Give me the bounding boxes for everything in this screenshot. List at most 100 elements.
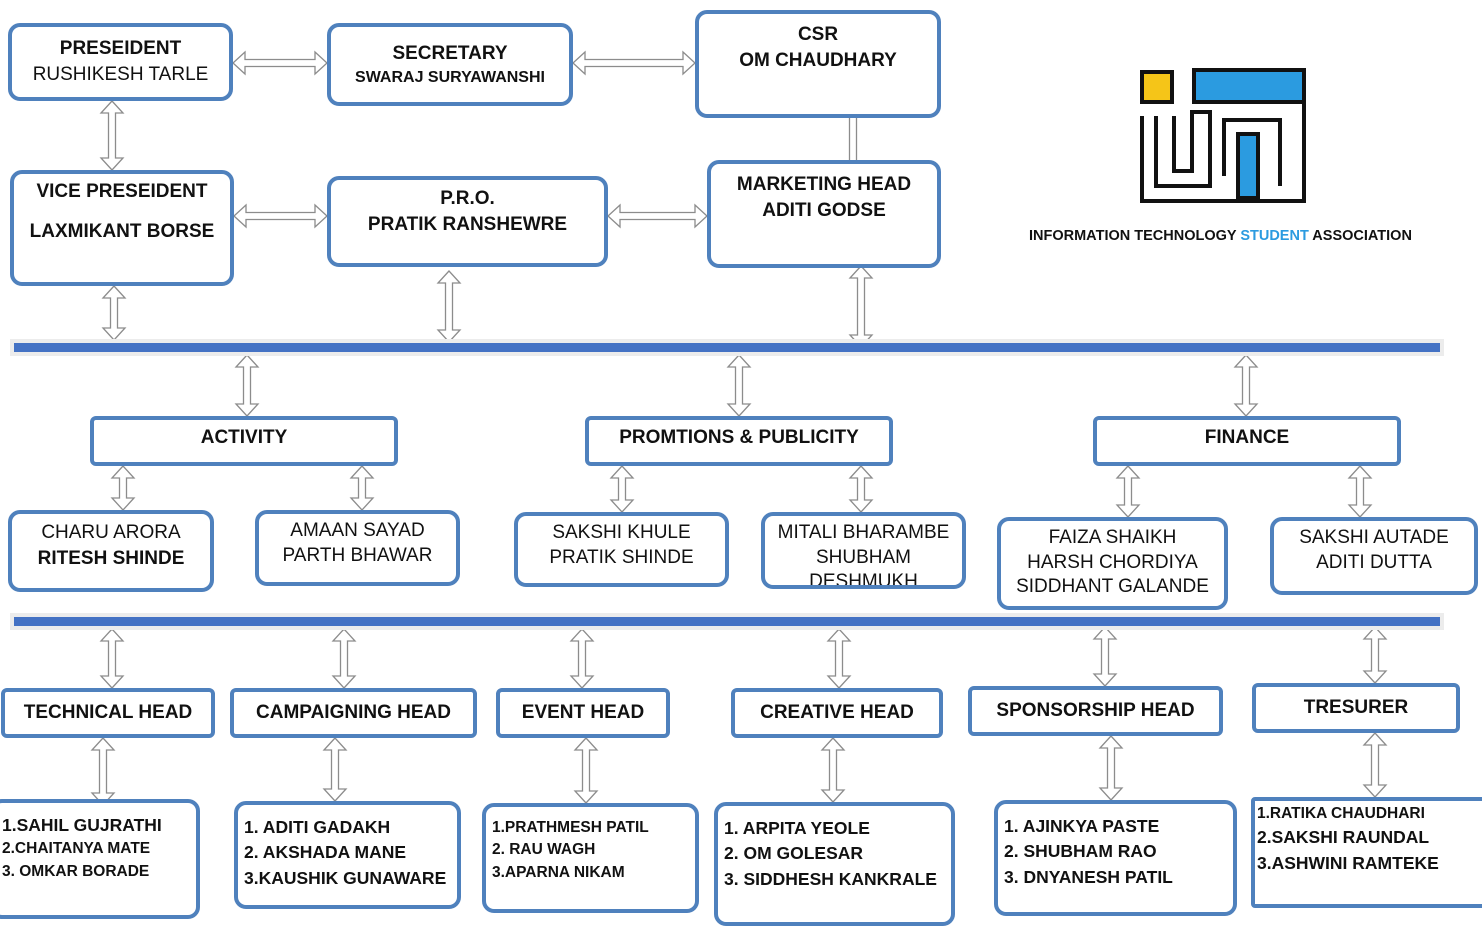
secretary-box: SECRETARY SWARAJ SURYAWANSHI (327, 23, 573, 106)
member-line: 3. OMKAR BORADE (2, 862, 150, 880)
member-line: 2. OM GOLESAR (724, 843, 864, 864)
pro-role: P.R.O. (440, 188, 495, 209)
arrow-bar-promotions (726, 354, 752, 417)
president-box: PRESEIDENT RUSHIKESH TARLE (8, 23, 233, 101)
president-role: PRESEIDENT (59, 38, 182, 60)
member-line: SAKSHI KHULE (552, 522, 691, 543)
arrow-bar-treasurer (1362, 626, 1388, 684)
member-line: SAKSHI AUTADE (1299, 527, 1449, 548)
member-line: 1.SAHIL GUJRATHI (2, 815, 162, 835)
treasurer-title: TRESURER (1303, 697, 1409, 719)
arrow-marketing-bar (848, 265, 874, 348)
member-line: 3.ASHWINI RAMTEKE (1257, 852, 1439, 873)
technical-members: 1.SAHIL GUJRATHI 2.CHAITANYA MATE 3. OMK… (0, 799, 200, 919)
arrow-treasurer-members (1362, 732, 1388, 798)
member-line: 3.APARNA NIKAM (492, 863, 625, 881)
arrow-president-secretary (232, 50, 328, 76)
member-line: AMAAN SAYAD (290, 520, 425, 541)
arrow-event-members (573, 737, 599, 804)
vice-president-name: LAXMIKANT BORSE (29, 221, 215, 242)
arrow-pro-marketing (607, 203, 708, 229)
creative-members: 1. ARPITA YEOLE 2. OM GOLESAR 3. SIDDHES… (714, 802, 955, 926)
arrow-activity-left (110, 465, 136, 511)
member-line: CHARU ARORA (41, 522, 181, 543)
member-line: PRATIK SHINDE (549, 546, 694, 568)
csr-role: CSR (797, 24, 839, 45)
vice-president-box: VICE PRESEIDENT LAXMIKANT BORSE (10, 170, 234, 286)
arrow-bar-event (569, 628, 595, 689)
arrow-bar-activity (234, 354, 260, 417)
csr-box: CSR OM CHAUDHARY (695, 10, 941, 118)
vice-president-role: VICE PRESEIDENT (36, 181, 208, 202)
activity-team-left: CHARU ARORA RITESH SHINDE (8, 510, 214, 592)
member-line: FAIZA SHAIKH (1048, 527, 1177, 548)
member-line: 2. SHUBHAM RAO (1004, 841, 1157, 862)
arrow-pro-bar (436, 270, 462, 343)
member-line: PARTH BHAWAR (282, 544, 433, 566)
arrow-president-vp (99, 100, 125, 171)
member-line: 1.PRATHMESH PATIL (492, 819, 649, 836)
arrow-vp-bar (101, 285, 127, 341)
activity-box: ACTIVITY (90, 416, 398, 466)
campaigning-members: 1. ADITI GADAKH 2. AKSHADA MANE 3.KAUSHI… (234, 801, 461, 909)
promotions-box: PROMTIONS & PUBLICITY (585, 416, 893, 466)
member-line: 2. RAU WAGH (492, 841, 596, 859)
member-line: 1. AJINKYA PASTE (1004, 816, 1160, 836)
caption-part-1: INFORMATION TECHNOLOGY (1029, 228, 1241, 244)
divider-bar-lower (14, 617, 1440, 626)
promotions-title: PROMTIONS & PUBLICITY (619, 427, 859, 448)
association-caption: INFORMATION TECHNOLOGY STUDENT ASSOCIATI… (1029, 228, 1412, 244)
secretary-name: SWARAJ SURYAWANSHI (355, 68, 545, 86)
arrow-finance-right (1347, 465, 1373, 518)
itsa-logo (1140, 68, 1306, 203)
arrow-campaigning-members (322, 737, 348, 802)
arrow-finance-left (1115, 465, 1141, 518)
member-line: 2.CHAITANYA MATE (2, 840, 151, 858)
arrow-bar-sponsorship (1092, 626, 1118, 687)
technical-head-box: TECHNICAL HEAD (1, 688, 215, 738)
sponsorship-head-title: SPONSORSHIP HEAD (996, 700, 1195, 722)
secretary-role: SECRETARY (392, 42, 508, 64)
member-line: 1.RATIKA CHAUDHARI (1257, 805, 1425, 822)
arrow-bar-creative (826, 628, 852, 689)
arrow-bar-technical (99, 628, 125, 689)
marketing-name: ADITI GODSE (762, 199, 886, 221)
arrow-bar-campaigning (331, 628, 357, 689)
activity-title: ACTIVITY (200, 427, 288, 448)
pro-box: P.R.O. PRATIK RANSHEWRE (327, 176, 608, 267)
promotions-team-left: SAKSHI KHULE PRATIK SHINDE (514, 512, 729, 587)
treasurer-members: 1.RATIKA CHAUDHARI 2.SAKSHI RAUNDAL 3.AS… (1251, 797, 1482, 908)
finance-box: FINANCE (1093, 416, 1401, 466)
member-line: RITESH SHINDE (37, 547, 185, 569)
technical-head-title: TECHNICAL HEAD (23, 702, 193, 724)
sponsorship-members: 1. AJINKYA PASTE 2. SHUBHAM RAO 3. DNYAN… (994, 800, 1237, 916)
member-line: DESHMUKH (809, 571, 918, 589)
arrow-creative-members (820, 737, 846, 803)
arrow-promotions-left (609, 465, 635, 513)
activity-team-right: AMAAN SAYAD PARTH BHAWAR (255, 510, 460, 586)
president-name: RUSHIKESH TARLE (32, 64, 209, 85)
member-line: 1. ARPITA YEOLE (724, 818, 870, 838)
member-line: SHUBHAM (815, 546, 911, 568)
pro-name: PRATIK RANSHEWRE (367, 213, 568, 235)
arrow-promotions-right (848, 465, 874, 513)
member-line: 3.KAUSHIK GUNAWARE (244, 867, 447, 888)
campaigning-head-title: CAMPAIGNING HEAD (256, 702, 451, 724)
finance-team-left: FAIZA SHAIKH HARSH CHORDIYA SIDDHANT GAL… (997, 517, 1228, 610)
arrow-technical-members (90, 737, 116, 806)
finance-team-right: SAKSHI AUTADE ADITI DUTTA (1270, 517, 1478, 595)
member-line: HARSH CHORDIYA (1027, 551, 1198, 573)
finance-title: FINANCE (1204, 427, 1290, 448)
creative-head-box: CREATIVE HEAD (731, 688, 943, 738)
event-head-title: EVENT HEAD (521, 702, 645, 724)
caption-highlight: STUDENT (1240, 228, 1309, 244)
campaigning-head-box: CAMPAIGNING HEAD (230, 688, 477, 738)
divider-bar-upper (14, 343, 1440, 352)
creative-head-title: CREATIVE HEAD (760, 702, 914, 724)
marketing-head-box: MARKETING HEAD ADITI GODSE (707, 160, 941, 268)
member-line: SIDDHANT GALANDE (1016, 576, 1209, 598)
arrow-sponsorship-members (1098, 735, 1124, 801)
csr-name: OM CHAUDHARY (739, 49, 897, 71)
member-line: 2.SAKSHI RAUNDAL (1257, 827, 1430, 848)
member-line: ADITI DUTTA (1316, 551, 1432, 573)
